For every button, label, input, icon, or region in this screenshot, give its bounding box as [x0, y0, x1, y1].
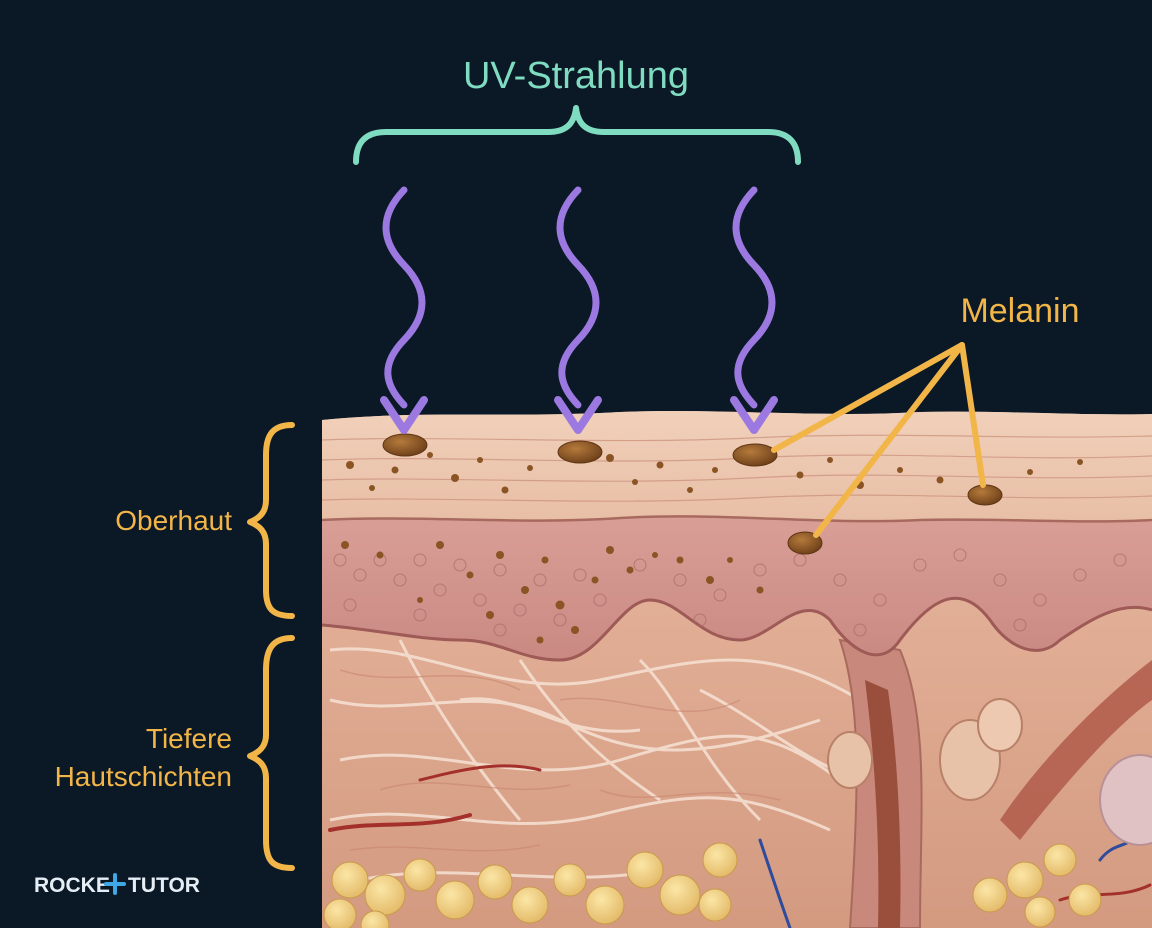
epidermis-cell-layer — [322, 516, 1152, 660]
uv-arrow-right — [732, 186, 776, 409]
epidermis-label: Oberhaut — [115, 505, 232, 536]
rocket-tutor-logo: ROCKE TUTOR — [34, 873, 200, 897]
uv-arrow-left — [382, 186, 426, 409]
logo-text-right: TUTOR — [128, 874, 200, 897]
logo-text-left: ROCKE — [34, 874, 110, 897]
melanin-label: Melanin — [960, 292, 1079, 330]
epidermis-cells — [333, 548, 1127, 637]
dermis-fine-fibers — [339, 669, 781, 852]
melanin-pointers — [771, 342, 986, 538]
uv-arrows — [380, 186, 778, 434]
dermis-fibers — [329, 639, 861, 882]
melanin-clusters — [382, 433, 1003, 555]
melanin-granules — [341, 452, 1083, 644]
logo-plus-icon — [104, 873, 126, 895]
layer-boundary — [322, 515, 1152, 523]
deeper-layers-label-line1: Tiefere — [146, 723, 232, 754]
deeper-layers-brace — [247, 635, 295, 871]
epidermis-brace — [247, 422, 295, 619]
skin-cross-section — [322, 411, 1152, 928]
basement-membrane — [322, 596, 1152, 662]
hair-follicle — [827, 638, 1023, 928]
fat-tissue — [323, 842, 1102, 928]
uv-radiation-label: UV-Strahlung — [463, 55, 689, 97]
uv-brace — [353, 105, 801, 165]
uv-arrow-middle — [556, 186, 600, 409]
deeper-layers-label-line2: Hautschichten — [55, 761, 232, 792]
gland — [1099, 754, 1152, 846]
arrector-muscle — [1000, 660, 1152, 840]
